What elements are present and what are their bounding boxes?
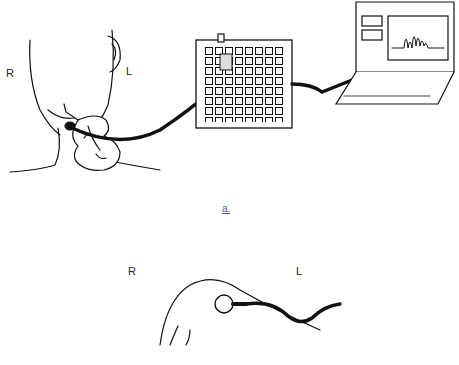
side-label: R xyxy=(6,68,14,79)
shoulder-outline xyxy=(160,280,320,345)
amplifier-box xyxy=(196,34,292,128)
side-label: L xyxy=(296,266,302,277)
laptop xyxy=(336,2,454,104)
side-label: R xyxy=(128,266,136,277)
head-figure xyxy=(10,30,160,172)
data-cable xyxy=(292,80,352,92)
figure-label: a. xyxy=(222,204,230,214)
electrode xyxy=(215,295,340,322)
side-label: L xyxy=(126,66,132,77)
sensor-cable xyxy=(72,92,210,140)
